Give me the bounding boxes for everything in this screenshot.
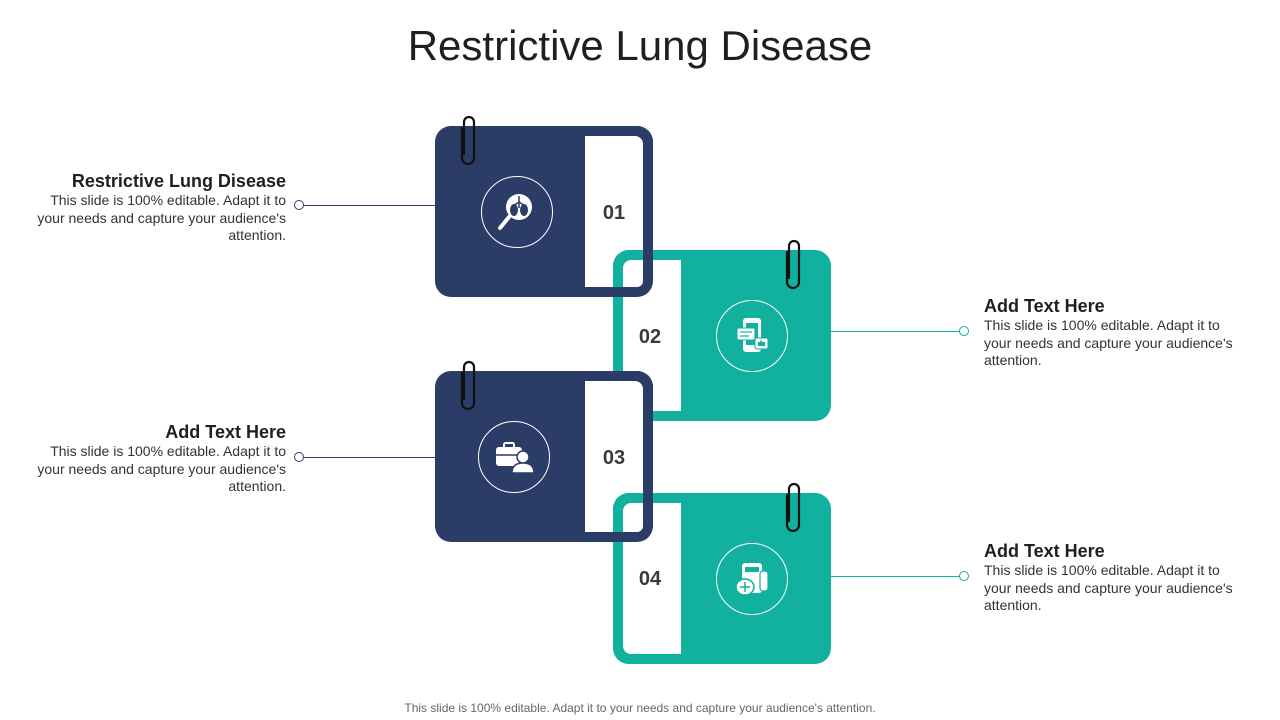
connector-line-04: [831, 576, 961, 577]
connector-dot-04: [959, 571, 969, 581]
step-text-04: Add Text Here This slide is 100% editabl…: [984, 540, 1239, 615]
step-heading-01: Restrictive Lung Disease: [71, 171, 286, 191]
paperclip-icon: [460, 360, 476, 411]
connector-dot-03: [294, 452, 304, 462]
step-card-01: 01: [435, 126, 653, 297]
slide-title: Restrictive Lung Disease: [407, 22, 873, 69]
paperclip-icon: [460, 115, 476, 166]
step-number-03: 03: [602, 447, 626, 469]
step-heading-03: Add Text Here: [165, 422, 286, 442]
link-frame-01: [575, 126, 653, 297]
step-number-02: 02: [638, 326, 662, 348]
footer-note: This slide is 100% editable. Adapt it to…: [404, 701, 876, 715]
step-body-04: This slide is 100% editable. Adapt it to…: [984, 562, 1233, 613]
connector-dot-02: [959, 326, 969, 336]
connector-line-03: [304, 457, 435, 458]
briefcase-person-icon: [496, 442, 535, 474]
step-number-04: 04: [638, 568, 662, 590]
step-heading-02: Add Text Here: [984, 296, 1105, 316]
inhaler-icon: [735, 563, 769, 596]
step-heading-04: Add Text Here: [984, 541, 1105, 561]
link-frame-03: [575, 371, 653, 542]
lungs-magnifier-icon: [498, 194, 532, 230]
mobile-feedback-icon: [736, 318, 769, 352]
step-number-01: 01: [602, 202, 626, 224]
step-body-03: This slide is 100% editable. Adapt it to…: [37, 443, 286, 494]
connector-line-01: [304, 205, 435, 206]
step-text-01: Restrictive Lung Disease This slide is 1…: [36, 170, 286, 245]
paperclip-icon: [785, 482, 801, 533]
step-body-02: This slide is 100% editable. Adapt it to…: [984, 317, 1233, 368]
icon-circle-02: [716, 300, 788, 372]
icon-circle-01: [481, 176, 553, 248]
icon-circle-04: [716, 543, 788, 615]
connector-line-02: [831, 331, 961, 332]
paperclip-icon: [785, 239, 801, 290]
icon-circle-03: [478, 421, 550, 493]
step-text-02: Add Text Here This slide is 100% editabl…: [984, 295, 1239, 370]
connector-dot-01: [294, 200, 304, 210]
step-text-03: Add Text Here This slide is 100% editabl…: [36, 421, 286, 496]
step-body-01: This slide is 100% editable. Adapt it to…: [37, 192, 286, 243]
